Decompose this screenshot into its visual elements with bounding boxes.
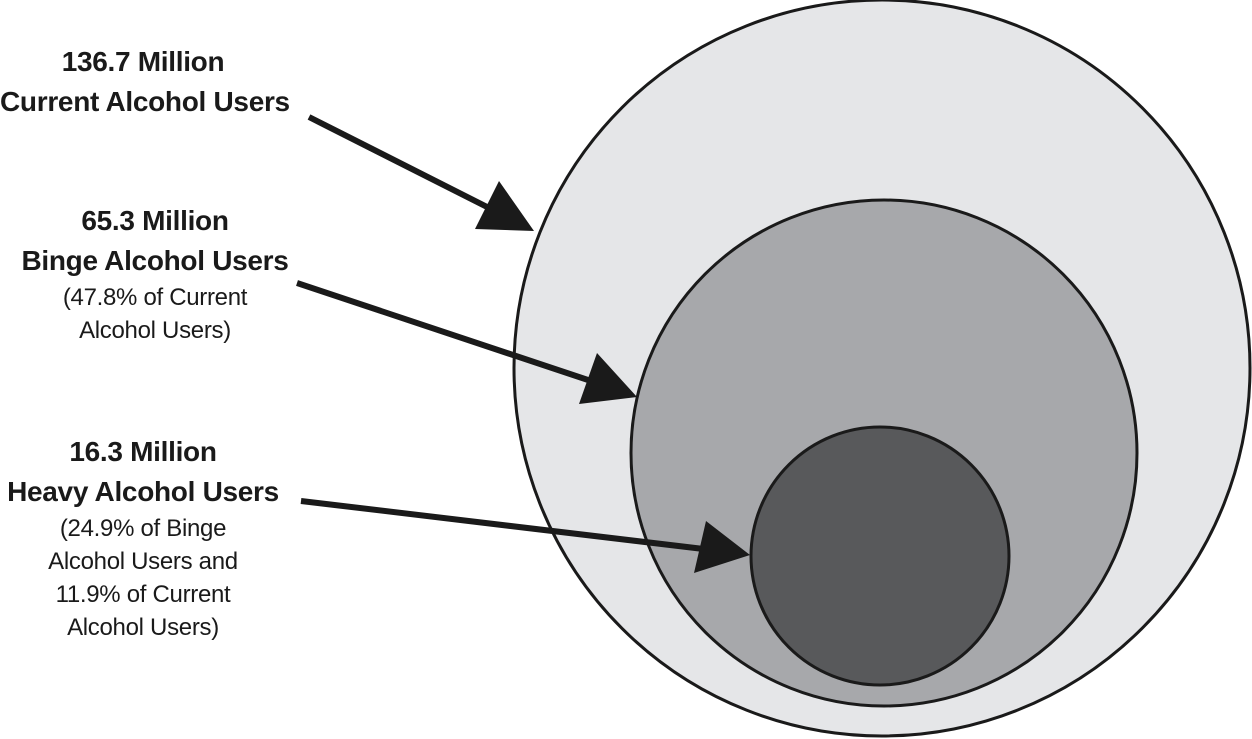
binge-alcohol-users-note-1: (47.8% of Current	[62, 284, 248, 311]
heavy-alcohol-users-name: Heavy Alcohol Users	[7, 476, 279, 507]
arrow-heavy	[300, 498, 750, 573]
current-alcohol-users-label: 136.7 Million Current Alcohol Users	[0, 42, 290, 122]
heavy-alcohol-users-note-1: (24.9% of Binge	[59, 515, 227, 542]
binge-alcohol-users-label: 65.3 Million Binge Alcohol Users (47.8% …	[20, 201, 290, 347]
arrow-heavy-head	[694, 521, 750, 573]
arrow-binge-head	[579, 353, 637, 404]
arrow-current	[307, 114, 534, 231]
binge-alcohol-users-note-2: Alcohol Users)	[79, 317, 231, 344]
heavy-alcohol-users-value: 16.3 Million	[69, 436, 217, 467]
arrow-binge-shaft	[296, 280, 601, 387]
arrow-current-head	[475, 181, 534, 231]
current-alcohol-users-value: 136.7 Million	[61, 46, 225, 77]
heavy-alcohol-users-note-4: Alcohol Users)	[67, 614, 219, 641]
arrow-binge	[296, 280, 637, 404]
heavy-alcohol-users-label: 16.3 Million Heavy Alcohol Users (24.9% …	[0, 432, 286, 644]
arrow-heavy-shaft	[300, 498, 713, 553]
heavy-alcohol-users-note-2: Alcohol Users and	[48, 548, 238, 575]
arrow-current-shaft	[307, 114, 499, 215]
current-alcohol-users-name: Current Alcohol Users	[0, 86, 290, 117]
heavy-alcohol-users-note-3: 11.9% of Current	[55, 581, 231, 608]
binge-alcohol-users-name: Binge Alcohol Users	[21, 245, 289, 276]
binge-alcohol-users-value: 65.3 Million	[81, 205, 229, 236]
heavy-alcohol-users-circle	[749, 425, 1011, 687]
